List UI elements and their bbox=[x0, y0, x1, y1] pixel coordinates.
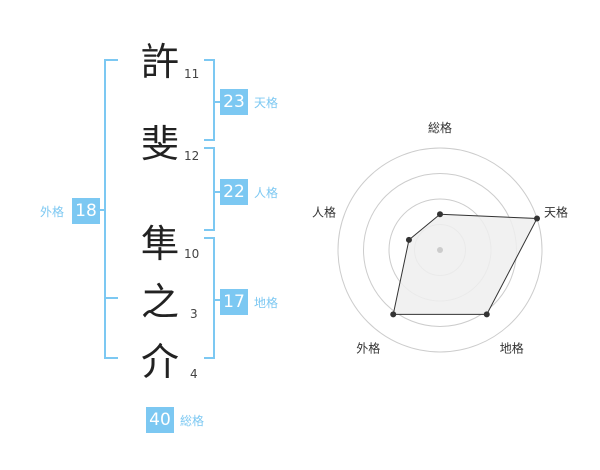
stroke-count-2: 12 bbox=[184, 149, 200, 163]
stroke-count-3: 10 bbox=[184, 247, 200, 261]
name-char-2: 斐 bbox=[140, 122, 179, 166]
name-char-1: 許 bbox=[140, 40, 179, 84]
name-char-4: 之 bbox=[140, 280, 179, 324]
radar-point-4 bbox=[390, 311, 397, 318]
gaikaku-badge: 18 bbox=[72, 198, 100, 224]
radar-axis-label-4: 外格 bbox=[356, 341, 380, 356]
radar-center bbox=[437, 247, 443, 253]
chikaku-bracket bbox=[204, 237, 215, 359]
soukaku-badge: 40 bbox=[146, 407, 174, 433]
tenkaku-label: 天格 bbox=[254, 96, 279, 110]
stroke-count-1: 11 bbox=[184, 67, 200, 81]
gaikaku-label: 外格 bbox=[40, 205, 65, 219]
radar-point-2 bbox=[534, 215, 541, 222]
stroke-count-5: 4 bbox=[190, 367, 198, 381]
radar-axis-label-2: 天格 bbox=[544, 204, 568, 219]
tenkaku-badge: 23 bbox=[220, 89, 248, 115]
jinkaku-badge: 22 bbox=[220, 179, 248, 205]
jinkaku-bracket bbox=[204, 147, 215, 231]
stroke-count-4: 3 bbox=[190, 307, 198, 321]
soukaku-label: 総格 bbox=[180, 414, 205, 428]
name-char-5: 介 bbox=[140, 340, 179, 384]
radar-axis-label-1: 総格 bbox=[428, 120, 452, 135]
chikaku-label: 地格 bbox=[254, 296, 279, 310]
name-char-3: 隼 bbox=[140, 222, 179, 266]
tenkaku-bracket bbox=[204, 59, 215, 141]
radar-point-1 bbox=[437, 211, 443, 218]
radar-point-5 bbox=[405, 236, 412, 243]
chikaku-badge: 17 bbox=[220, 289, 248, 315]
radar-ring-4 bbox=[337, 147, 543, 353]
radar-point-3 bbox=[483, 311, 490, 318]
jinkaku-label: 人格 bbox=[254, 186, 279, 200]
radar-axis-label-3: 地格 bbox=[500, 341, 524, 356]
radar-polygon bbox=[392, 213, 538, 315]
radar-axis-label-5: 人格 bbox=[312, 204, 336, 219]
